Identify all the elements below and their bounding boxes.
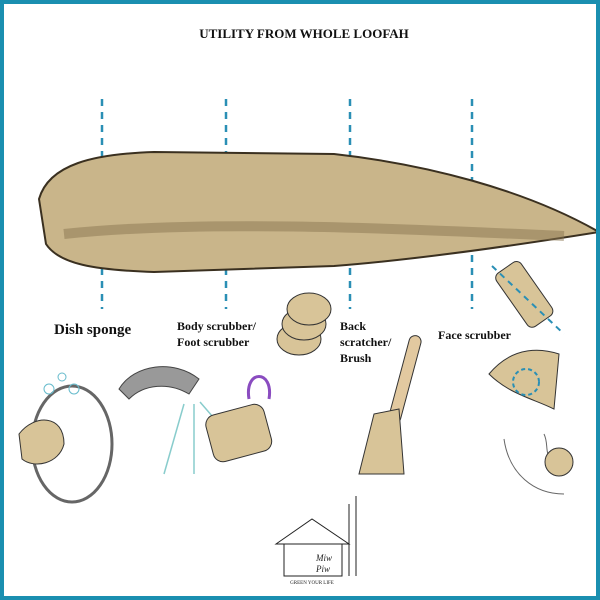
back-brush: [358, 335, 422, 475]
body-scrubber-discs: [276, 292, 332, 356]
logo-text-2: Piw: [315, 564, 330, 574]
label-dish-sponge: Dish sponge: [54, 322, 132, 338]
face-drawing: [503, 433, 574, 495]
body-scrubber: [205, 375, 273, 463]
label-line: Back: [340, 319, 367, 333]
logo-text-1: Miw: [315, 553, 332, 563]
logo-tagline: GREEN YOUR LIFE: [290, 581, 334, 586]
whole-loofah: [37, 150, 596, 274]
label-face-scrubber: Face scrubber: [438, 328, 511, 342]
illustration: Miw Piw GREEN YOUR LIFE: [18, 99, 596, 586]
label-line: Brush: [340, 351, 372, 365]
label-back-scratcher: Back scratcher/Brush: [340, 318, 391, 366]
logo: Miw Piw GREEN YOUR LIFE: [274, 496, 357, 586]
dish-sponge: [18, 372, 114, 504]
shower-head: [118, 366, 220, 475]
page-title: UTILITY FROM WHOLE LOOFAH: [199, 26, 409, 41]
label-line: Foot scrubber: [177, 335, 250, 349]
label-line: Body scrubber/: [177, 319, 257, 333]
label-body-scrubber: Body scrubber/Foot scrubber: [177, 318, 256, 350]
face-scrubber-piece: [488, 261, 565, 410]
label-line: scratcher/: [340, 335, 392, 349]
